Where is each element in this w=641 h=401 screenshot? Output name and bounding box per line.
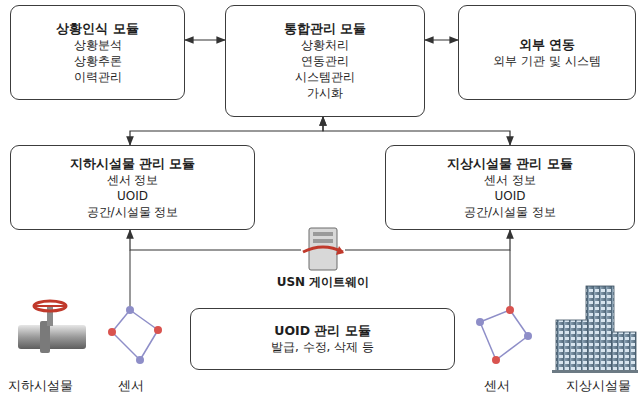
node-item: 이력관리 [74,69,122,85]
node-item: UOID [117,188,148,204]
server-icon [301,226,345,272]
pipe-icon [18,301,86,353]
node-title: USN 게이트웨이 [277,274,370,290]
module-box: 통합관리 모듈상황처리연동관리시스템관리가시화 [225,5,425,117]
sensor-wire [129,250,130,310]
node-title: 외부 연동 [519,37,575,53]
module-box: 상황인식 모듈상황분석상황추론이력관리 [10,5,185,100]
node-title: 지상시설물 관리 모듈 [447,156,573,172]
icon-label: 센서 [118,378,144,394]
node-item: 공간/시설물 정보 [87,204,179,220]
icon-label: 센서 [484,378,510,394]
node-item: 상황추론 [74,53,122,69]
connector-arrow [323,117,510,145]
icon-label: 지상시설물 [566,378,631,394]
connector-arrow [130,117,323,145]
module-box: 외부 연동외부 기관 및 시스템 [458,5,636,100]
node-item: 가시화 [307,85,343,101]
node-item: 센서 정보 [484,172,536,188]
node-title: 지하시설물 관리 모듈 [70,156,196,172]
module-box: UOID 관리 모듈발급, 수정, 삭제 등 [190,308,455,370]
sensor-icon [476,306,532,364]
node-item: 센서 정보 [107,172,159,188]
node-item: 연동관리 [301,53,349,69]
node-item: 공간/시설물 정보 [464,204,556,220]
node-item: 외부 기관 및 시스템 [493,53,600,69]
connector-arrow [130,230,301,250]
connector-arrow [345,230,510,250]
module-box: 지하시설물 관리 모듈센서 정보UOID공간/시설물 정보 [10,145,255,230]
building-icon [552,286,638,373]
icon-label: 지하시설물 [8,378,73,394]
sensor-icon [108,306,162,364]
node-item: 상황분석 [74,37,122,53]
node-title: 상황인식 모듈 [56,21,138,37]
gateway-node: USN 게이트웨이 [301,226,345,272]
sensor-wire [509,250,510,310]
node-item: 발급, 수정, 삭제 등 [271,339,374,355]
connector-arrow [425,39,458,40]
node-title: UOID 관리 모듈 [274,323,371,339]
connector-arrow [185,39,225,40]
node-item: UOID [494,188,525,204]
node-title: 통합관리 모듈 [284,21,366,37]
node-item: 상황처리 [301,37,349,53]
node-item: 시스템관리 [295,69,355,85]
module-box: 지상시설물 관리 모듈센서 정보UOID공간/시설물 정보 [385,145,635,230]
